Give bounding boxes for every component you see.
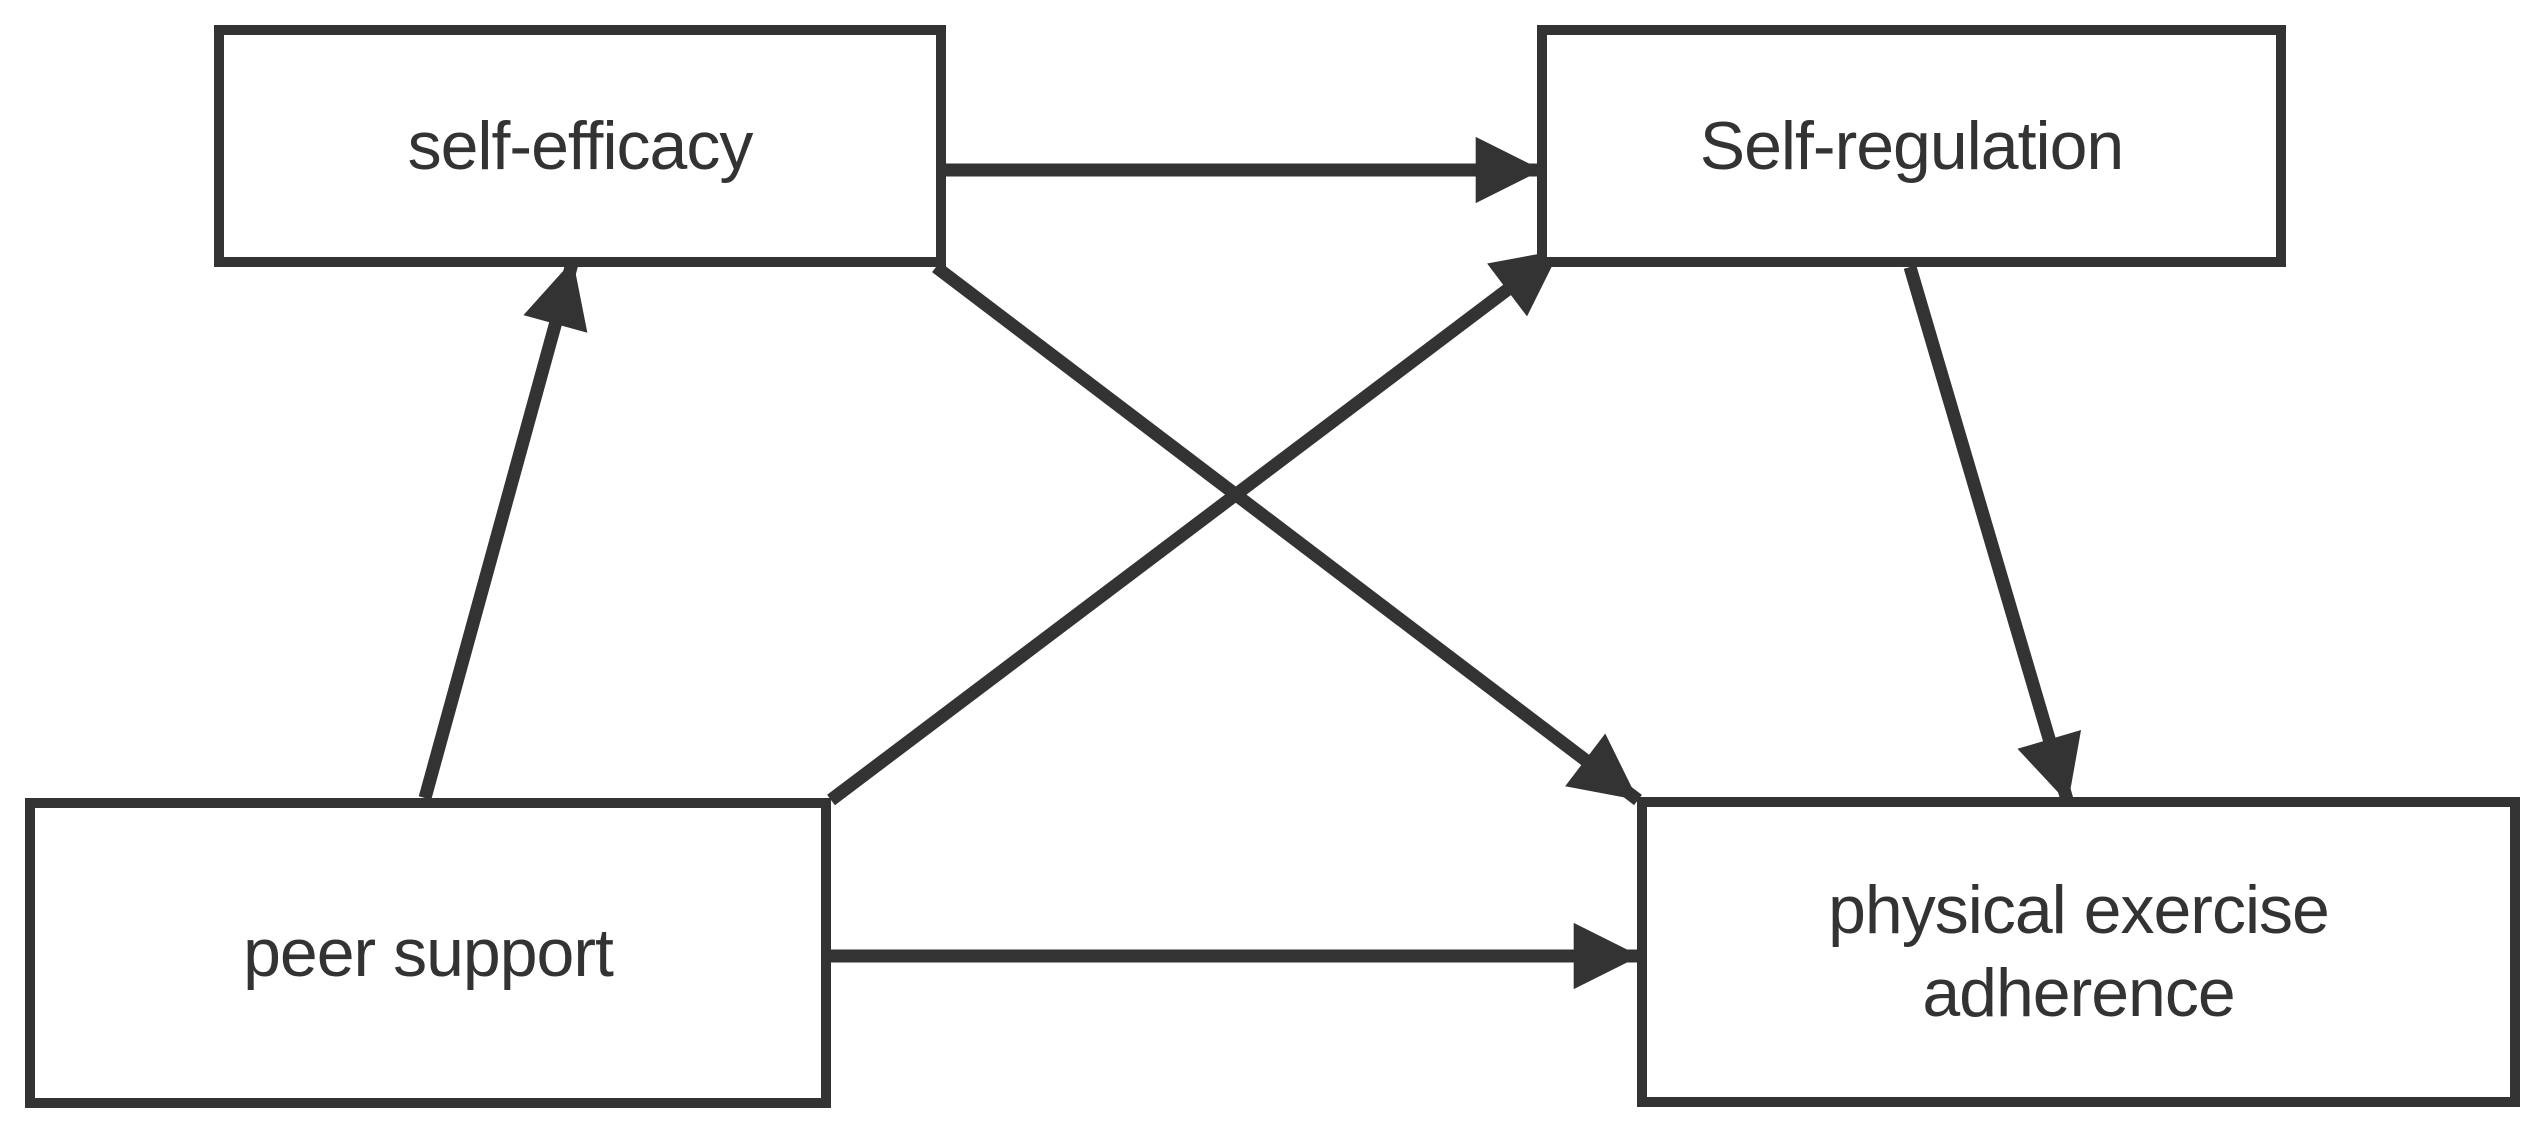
arrow-self-regulation-to-physical-exercise-adherence [1903,265,2082,805]
arrow-self-efficacy-to-physical-exercise-adherence [932,261,1642,806]
node-self-efficacy-label: self-efficacy [407,107,754,184]
node-physical-exercise-adherence-label-line-2: adherence [1922,955,2235,1031]
node-self-regulation-label: Self-regulation [1699,107,2124,184]
arrow-peer-support-to-self-efficacy [418,258,588,800]
node-self-regulation: Self-regulation [1537,25,2286,267]
node-peer-support: peer support [25,798,831,1108]
node-physical-exercise-adherence-label-line-1: physical exercise [1828,872,2330,949]
node-self-efficacy: self-efficacy [214,25,946,267]
node-physical-exercise-adherence: physical exercise adherence [1637,797,2520,1107]
arrow-peer-support-to-self-regulation [827,244,1564,806]
node-peer-support-label: peer support [243,914,614,991]
